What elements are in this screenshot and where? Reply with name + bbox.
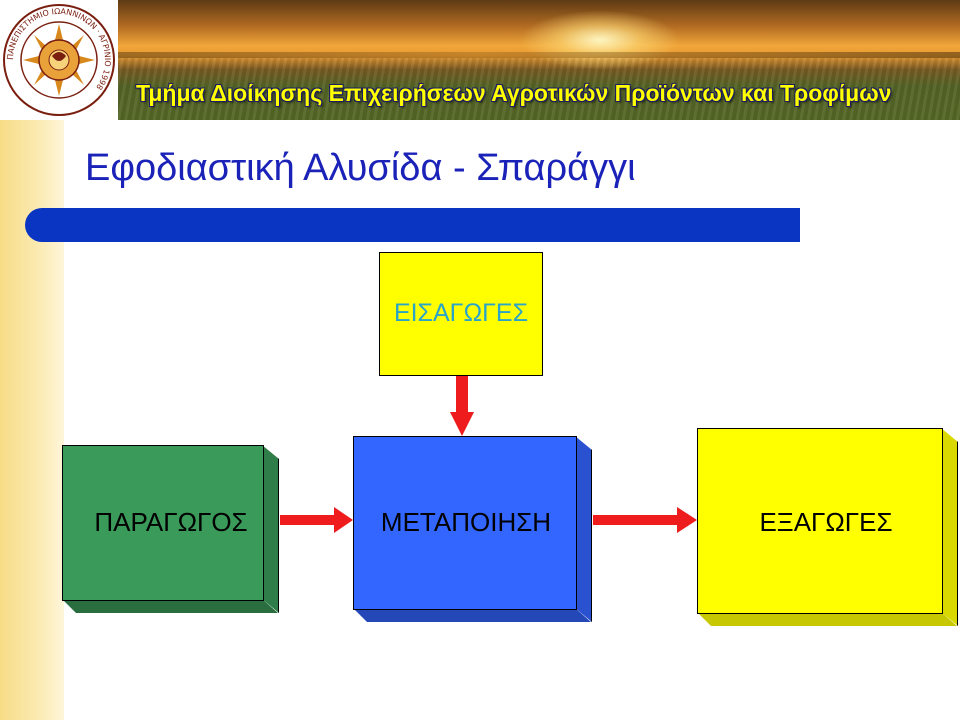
arrow-processing-to-exports [593, 507, 697, 533]
node-producer-bottom [62, 599, 278, 613]
horizon-line [0, 52, 960, 58]
department-title: Τμήμα Διοίκησης Επιχειρήσεων Αγροτικών Π… [136, 80, 892, 106]
node-producer-label: ΠΑΡΑΓΩΓΟΣ [94, 507, 248, 537]
arrow-imports-to-processing [450, 376, 474, 436]
node-producer: ΠΑΡΑΓΩΓΟΣ [62, 445, 280, 615]
node-exports-label: ΕΞΑΓΩΓΕΣ [759, 507, 893, 537]
arrow-producer-to-processing [280, 507, 353, 533]
sunset-glow [520, 10, 680, 70]
logo-seal-icon: ΠΑΝΕΠΙΣΤΗΜΙΟ ΙΩΑΝΝΙΝΩΝ · ΑΓΡΙΝΙΟ 1998 [3, 4, 115, 116]
node-processing-side [575, 436, 592, 622]
node-processing: ΜΕΤΑΠΟΙΗΣΗ [353, 436, 593, 626]
node-exports: ΕΞΑΓΩΓΕΣ [697, 428, 959, 630]
node-producer-face [62, 445, 264, 601]
node-producer-side [262, 445, 279, 613]
wheat-field [0, 58, 960, 120]
node-processing-label: ΜΕΤΑΠΟΙΗΣΗ [380, 507, 552, 537]
node-exports-bottom [697, 612, 957, 626]
title-divider-bar [25, 208, 800, 242]
node-imports: ΕΙΣΑΓΩΓΕΣ [379, 252, 543, 376]
node-exports-face [697, 428, 943, 614]
node-processing-bottom [353, 608, 591, 622]
node-processing-face [353, 436, 577, 610]
node-exports-side [941, 428, 958, 626]
university-logo: ΠΑΝΕΠΙΣΤΗΜΙΟ ΙΩΑΝΝΙΝΩΝ · ΑΓΡΙΝΙΟ 1998 [0, 0, 118, 120]
node-imports-label: ΕΙΣΑΓΩΓΕΣ [393, 299, 529, 327]
header-banner: ΠΑΝΕΠΙΣΤΗΜΙΟ ΙΩΑΝΝΙΝΩΝ · ΑΓΡΙΝΙΟ 1998 Τμ… [0, 0, 960, 120]
slide-title: Εφοδιαστική Αλυσίδα - Σπαράγγι [85, 147, 636, 189]
